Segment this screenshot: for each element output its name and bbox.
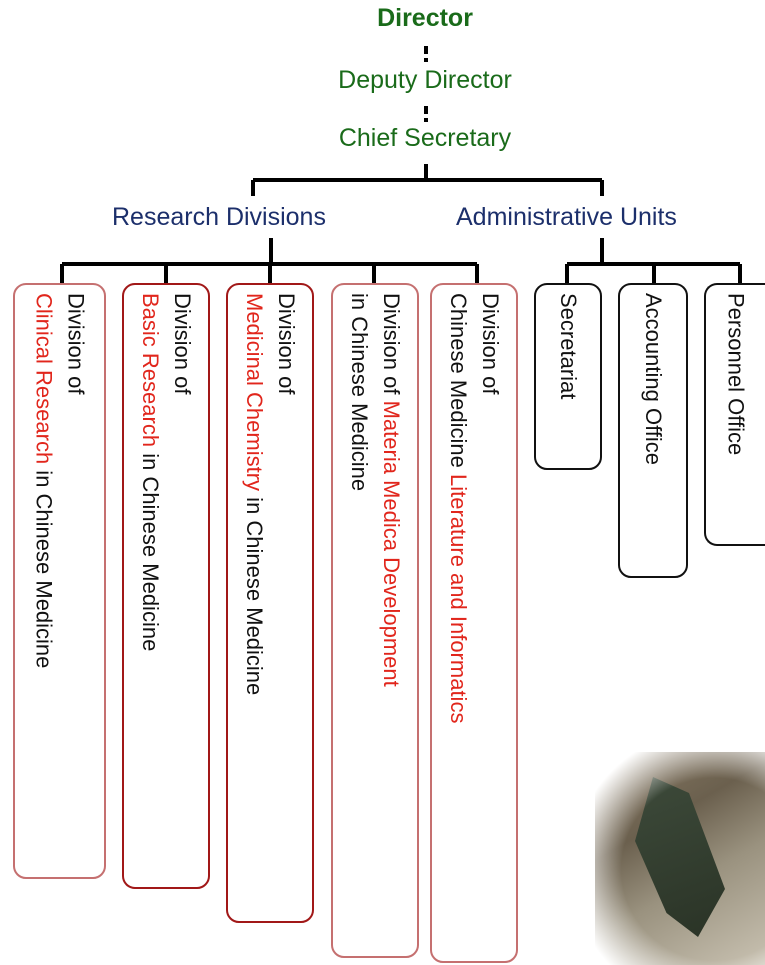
division-basic-research: Division of Basic Research in Chinese Me… (122, 283, 210, 889)
administrative-units-label: Administrative Units (456, 203, 677, 231)
division-literature-line1: Division of (478, 293, 503, 395)
division-medicinal-rest: in Chinese Medicine (242, 491, 267, 696)
division-materia-medica: Division of Materia Medica Development i… (331, 283, 419, 958)
division-clinical-highlight: Clinical Research (31, 293, 57, 465)
division-materia-prefix: Division of (379, 293, 404, 401)
division-materia-line2: in Chinese Medicine (347, 293, 372, 492)
division-clinical-rest: in Chinese Medicine (31, 464, 57, 669)
division-clinical-line2: Clinical Research in Chinese Medicine (29, 293, 59, 668)
admin-accounting-office: Accounting Office (618, 283, 688, 578)
director-label: Director (377, 4, 473, 32)
division-medicinal-line2: Medicinal Chemistry in Chinese Medicine (239, 293, 269, 695)
division-clinical-research: Division of Clinical Research in Chinese… (13, 283, 106, 879)
admin-secretariat-label: Secretariat (556, 293, 581, 400)
division-literature-highlight: Literature and Informatics (446, 473, 471, 724)
division-medicinal-line1: Division of (274, 293, 299, 395)
division-medicinal-highlight: Medicinal Chemistry (242, 293, 267, 492)
division-literature-prefix: Chinese Medicine (446, 293, 471, 474)
division-literature-line2: Chinese Medicine Literature and Informat… (443, 293, 473, 723)
division-basic-highlight: Basic Research (138, 293, 163, 448)
chief-secretary-label: Chief Secretary (338, 124, 512, 152)
division-basic-line1: Division of (170, 293, 195, 395)
deputy-director-label: Deputy Director (338, 66, 512, 94)
admin-accounting-label: Accounting Office (641, 293, 666, 466)
division-materia-highlight: Materia Medica Development (379, 400, 404, 687)
division-basic-rest: in Chinese Medicine (138, 447, 163, 652)
admin-secretariat: Secretariat (534, 283, 602, 470)
division-basic-line2: Basic Research in Chinese Medicine (135, 293, 165, 651)
admin-personnel-label: Personnel Office (723, 293, 749, 456)
sculpture-photo (595, 752, 765, 965)
division-medicinal-chemistry: Division of Medicinal Chemistry in Chine… (226, 283, 314, 923)
division-materia-line1: Division of Materia Medica Development (376, 293, 406, 687)
sculpture-shape (635, 777, 725, 937)
division-literature-informatics: Division of Chinese Medicine Literature … (430, 283, 518, 963)
admin-personnel-office: Personnel Office (704, 283, 765, 546)
research-divisions-label: Research Divisions (112, 203, 326, 231)
division-clinical-line1: Division of (63, 293, 89, 395)
